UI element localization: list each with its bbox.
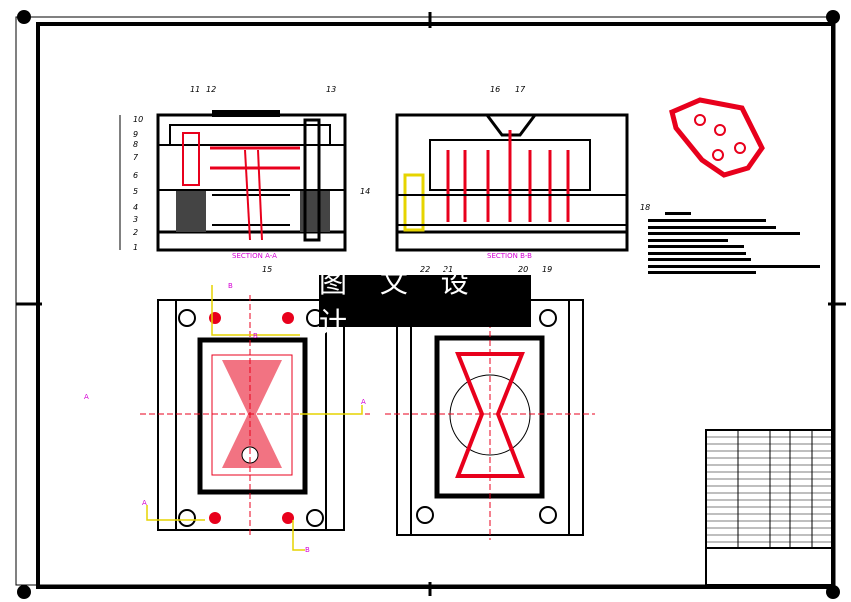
svg-text:22: 22: [420, 265, 430, 274]
title-block: [705, 429, 833, 586]
corner-mark: [826, 10, 840, 24]
product-part-image: [669, 97, 765, 178]
svg-text:B: B: [305, 546, 310, 554]
svg-text:13: 13: [326, 85, 336, 94]
svg-text:9: 9: [133, 130, 138, 139]
plan-view-right: [385, 295, 595, 540]
svg-text:15: 15: [262, 265, 272, 274]
svg-text:17: 17: [515, 85, 526, 94]
technical-notes: [648, 212, 820, 274]
svg-text:4: 4: [133, 203, 138, 212]
section-bb-view: [395, 113, 629, 252]
svg-text:B: B: [253, 332, 258, 340]
svg-text:A: A: [84, 393, 89, 401]
svg-text:21: 21: [443, 265, 453, 274]
corner-mark: [17, 585, 31, 599]
svg-text:6: 6: [133, 171, 138, 180]
svg-text:3: 3: [133, 215, 138, 224]
svg-text:16: 16: [490, 85, 500, 94]
svg-text:20: 20: [518, 265, 528, 274]
svg-text:12: 12: [206, 85, 216, 94]
plan-view-left: [140, 285, 370, 551]
corner-mark: [17, 10, 31, 24]
section-aa-label: SECTION A-A: [232, 252, 277, 260]
section-bb-label: SECTION B-B: [487, 252, 532, 260]
title-block-rows: [706, 436, 832, 543]
svg-text:11: 11: [190, 85, 200, 94]
section-aa-view: [119, 110, 347, 252]
section-markers: B A A B A B: [84, 282, 366, 554]
svg-text:5: 5: [133, 187, 138, 196]
svg-text:1: 1: [133, 243, 138, 252]
svg-text:19: 19: [542, 265, 552, 274]
svg-text:A: A: [142, 499, 147, 507]
svg-text:A: A: [361, 398, 366, 406]
watermark: 图 文 设 计: [319, 266, 531, 339]
svg-text:14: 14: [360, 187, 370, 196]
part-labels-right: 16 17 18 19 20 21 22: [420, 85, 650, 274]
part-labels-left: 10 9 8 7 6 5 4 3 2 1 11 12 13 14 15: [133, 85, 370, 274]
svg-text:10: 10: [133, 115, 143, 124]
corner-mark: [826, 585, 840, 599]
svg-text:7: 7: [133, 153, 139, 162]
svg-text:8: 8: [133, 140, 138, 149]
svg-text:2: 2: [133, 228, 138, 237]
svg-text:B: B: [228, 282, 233, 290]
svg-text:18: 18: [640, 203, 650, 212]
